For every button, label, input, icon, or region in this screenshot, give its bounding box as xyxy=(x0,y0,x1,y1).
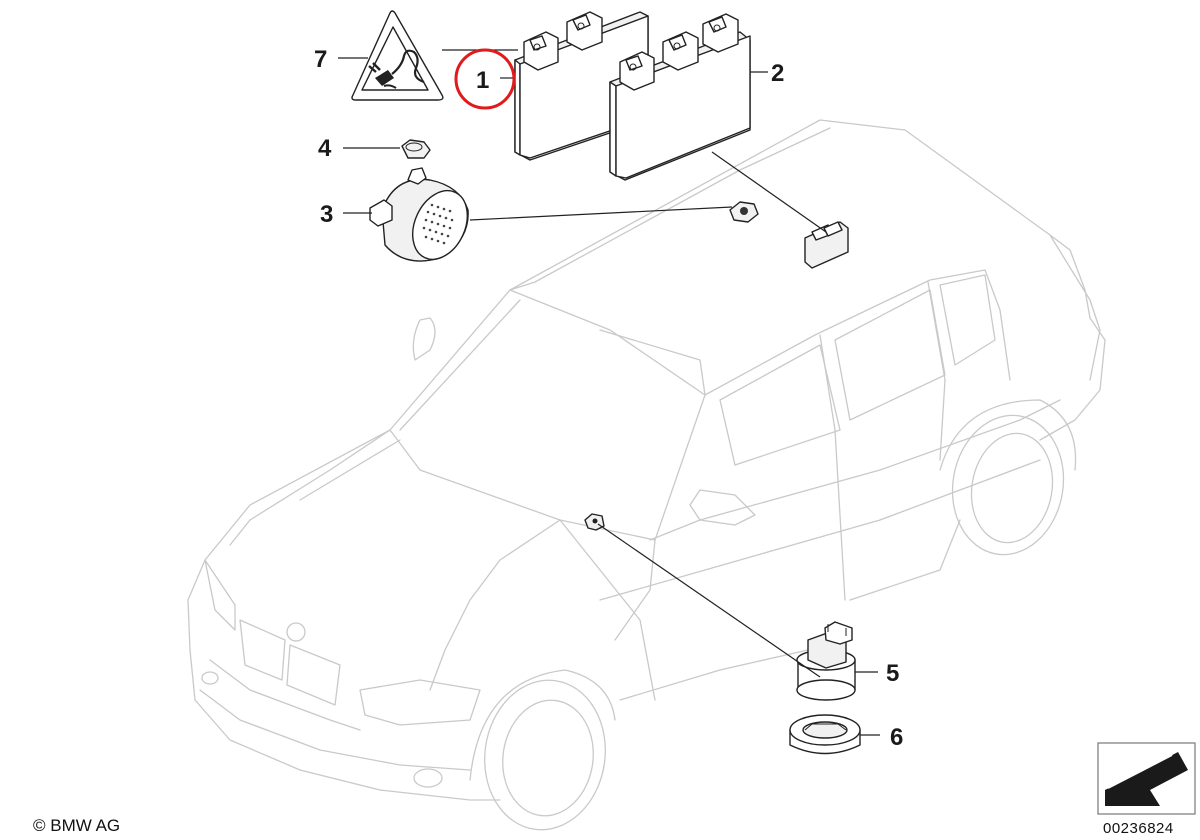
copyright-text: © BMW AG xyxy=(33,816,120,835)
sensor-top xyxy=(729,201,759,223)
leader-lines xyxy=(338,49,880,736)
warning-triangle-plug-icon xyxy=(351,10,444,101)
control-unit-2 xyxy=(609,13,751,181)
callout-3[interactable]: 3 xyxy=(320,201,333,228)
diagram-number: 00236824 xyxy=(1103,820,1174,837)
sensor-middle xyxy=(584,513,605,531)
highlight-circle xyxy=(454,48,516,110)
callout-2[interactable]: 2 xyxy=(771,60,784,87)
siren-part-3 xyxy=(369,167,469,262)
callout-7[interactable]: 7 xyxy=(314,46,327,73)
sensor-part-5 xyxy=(796,621,856,701)
callout-1[interactable]: 1 xyxy=(476,67,489,94)
navigation-arrow-icon[interactable] xyxy=(1097,742,1196,815)
callout-5[interactable]: 5 xyxy=(886,660,899,687)
callout-4[interactable]: 4 xyxy=(318,135,332,162)
ring-part-6 xyxy=(789,714,861,755)
callout-6[interactable]: 6 xyxy=(890,724,903,751)
car-outline xyxy=(187,119,1106,831)
small-module xyxy=(804,221,849,269)
clip-part-4 xyxy=(401,139,431,159)
